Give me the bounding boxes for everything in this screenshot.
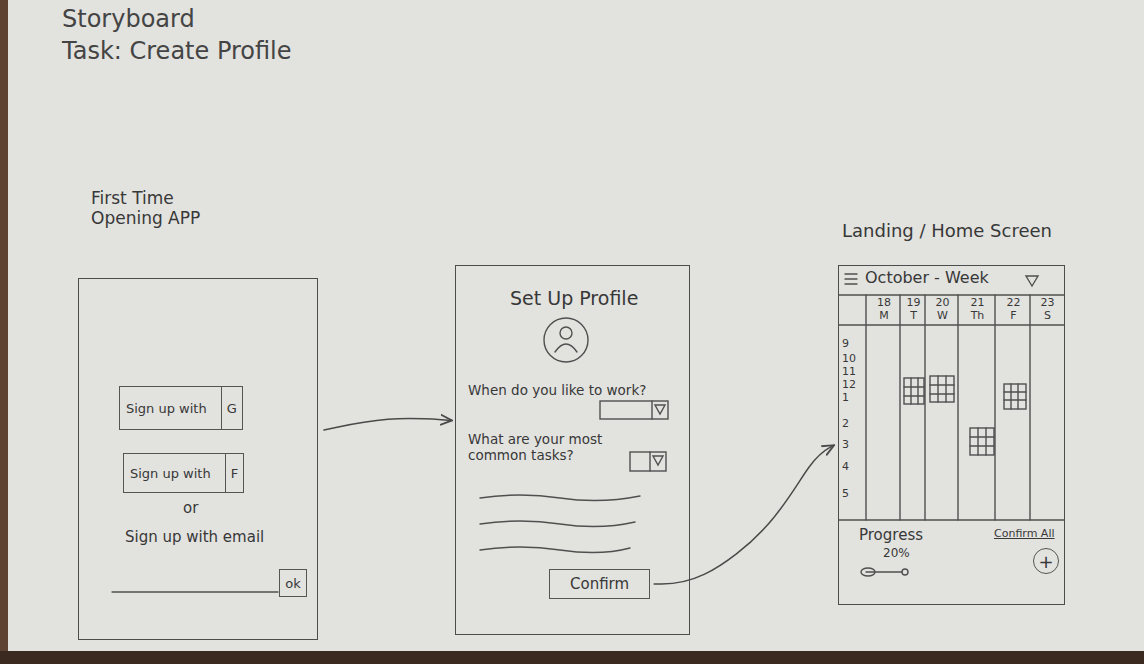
calendar-column — [899, 295, 900, 520]
form-question: When do you like to work? — [468, 383, 646, 399]
event-block — [1004, 384, 1026, 409]
progress-slider — [861, 568, 908, 576]
phone-screen: First Time Opening APPorSign up with ema… — [78, 278, 318, 640]
avatar-head — [560, 327, 572, 339]
button-label: ok — [285, 576, 300, 591]
dropdown-arrow — [653, 456, 663, 465]
month-header: October - Week — [865, 269, 989, 287]
divider-word: or — [183, 500, 198, 517]
calendar-column — [865, 295, 866, 520]
dropdown-arrow — [655, 405, 665, 414]
signup-button: Sign up withF — [123, 453, 244, 493]
scribble-line — [480, 495, 640, 501]
slider-end — [902, 569, 908, 575]
day-number: 23 — [1031, 297, 1064, 310]
menu-icon — [845, 274, 857, 284]
calendar-column — [1029, 295, 1030, 520]
day-letter: T — [901, 310, 926, 323]
calendar-event — [970, 428, 994, 455]
scribble-line — [480, 521, 635, 527]
menu-bar — [845, 278, 857, 279]
slider-fill — [861, 568, 875, 576]
page-title: Storyboard — [62, 6, 195, 34]
menu-bar — [845, 283, 857, 284]
wood-strip — [0, 651, 1144, 664]
task-label: Task: Create Profile — [62, 38, 292, 66]
hour-label: 12 — [842, 379, 856, 392]
signup-button: Sign up withG — [119, 386, 243, 430]
pencil-sketch — [112, 274, 1064, 592]
dropdown-divider — [649, 452, 650, 471]
event-hatch — [1004, 384, 1026, 409]
dropdown-box — [630, 452, 666, 471]
event-hatch — [970, 428, 994, 455]
confirm-button: Confirm — [549, 569, 650, 599]
form-question: What are your most common tasks? — [468, 432, 618, 463]
hour-label: 5 — [842, 488, 849, 501]
screen-heading: Set Up Profile — [510, 288, 638, 310]
dropdown-divider — [651, 401, 652, 419]
day-number: 18 — [867, 297, 901, 310]
event-block — [904, 378, 924, 404]
screen-heading: First Time Opening APP — [91, 189, 221, 228]
button-label: + — [1038, 551, 1053, 572]
menu-bar — [845, 273, 857, 274]
avatar-body — [555, 344, 577, 352]
day-letter: S — [1031, 310, 1064, 323]
day-letter: Th — [959, 310, 996, 323]
slider-track — [866, 571, 902, 572]
day-letter: W — [926, 310, 959, 323]
button-label: Sign up with — [120, 387, 221, 429]
button-label: Sign up with — [124, 454, 225, 492]
provider-letter: G — [221, 387, 242, 429]
wood-strip — [0, 0, 8, 664]
hour-label: 9 — [842, 338, 849, 351]
calendar-event — [930, 376, 954, 402]
event-hatch — [930, 376, 954, 402]
hour-label: 1 — [842, 392, 849, 405]
calendar-event — [1004, 384, 1026, 409]
avatar-circle — [544, 318, 588, 362]
event-block — [930, 376, 954, 402]
calendar-event — [904, 378, 924, 404]
confirm-all-link: Confirm All — [994, 528, 1055, 541]
add-button: + — [1033, 548, 1059, 574]
calendar-column — [924, 295, 925, 520]
email-prompt: Sign up with email — [125, 529, 264, 546]
hour-label: 3 — [842, 439, 849, 452]
provider-letter: F — [225, 454, 243, 492]
event-block — [970, 428, 994, 455]
calendar-column — [957, 295, 958, 520]
flow-arrow — [324, 419, 452, 430]
hour-label: 2 — [842, 418, 849, 431]
event-hatch — [904, 378, 924, 404]
ok-button: ok — [279, 569, 307, 597]
phone-screen: Landing / Home ScreenOctober - Week18M19… — [838, 265, 1065, 605]
day-number: 22 — [996, 297, 1031, 310]
button-label: Confirm — [570, 575, 629, 593]
flow-arrow — [654, 445, 834, 584]
hour-label: 4 — [842, 461, 849, 474]
day-number: 21 — [959, 297, 996, 310]
screen-heading: Landing / Home Screen — [842, 221, 1052, 242]
dropdown-box — [600, 401, 668, 419]
progress-label: Progress — [859, 527, 923, 544]
day-number: 20 — [926, 297, 959, 310]
hour-label: 10 — [842, 353, 856, 366]
day-letter: M — [867, 310, 901, 323]
day-letter: F — [996, 310, 1031, 323]
day-number: 19 — [901, 297, 926, 310]
hour-label: 11 — [842, 366, 856, 379]
calendar-column — [994, 295, 995, 520]
email-input-line — [112, 591, 278, 592]
progress-value: 20% — [883, 547, 910, 561]
scribble-line — [480, 547, 630, 553]
week-dropdown-arrow — [1026, 276, 1038, 286]
phone-screen: Set Up ProfileWhen do you like to work? W… — [455, 265, 690, 635]
